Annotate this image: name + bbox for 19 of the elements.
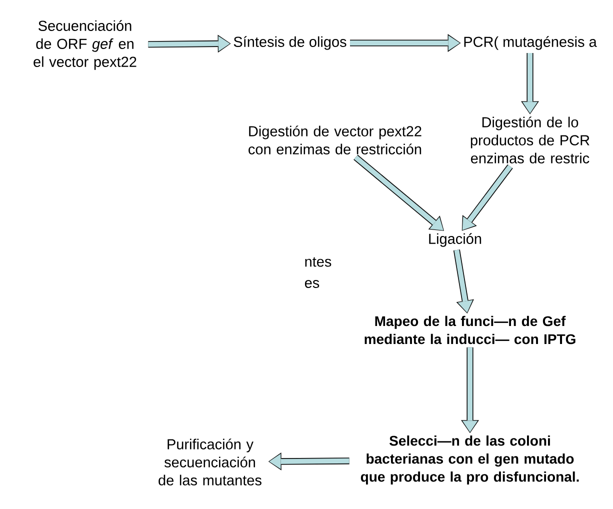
step-text: Síntesis de oligos [234, 36, 346, 50]
block-arrow [521, 53, 539, 114]
block-arrow [462, 164, 513, 231]
block-arrow [148, 34, 231, 53]
step-text: PCR( mutagénesis a [464, 36, 597, 50]
block-arrow [354, 154, 444, 231]
block-arrow [268, 452, 350, 470]
step-text: Selecci—n de las coloni bacterianas con el gen mutado que produce la pro disfuncional. [360, 435, 579, 485]
text-fragment: es [304, 280, 320, 288]
block-arrow [350, 34, 461, 52]
step-text: Ligación [429, 233, 482, 247]
step-text: Purificación y secuenciación de las mutantes [158, 438, 262, 486]
step-text: Digestión de lo productos de PCR enzimas de restric [470, 116, 590, 164]
block-arrow [461, 347, 479, 434]
step-text: Secuenciación de ORF gef en el vector pext22 [34, 20, 136, 70]
text-fragment: ntes [305, 257, 332, 267]
block-arrow [453, 249, 474, 314]
step-text: Digestión de vector pext22 con enzimas de restricción [248, 126, 422, 154]
step-text: Mapeo de la funci—n de Gef mediante la inducci— con IPTG [364, 316, 576, 344]
